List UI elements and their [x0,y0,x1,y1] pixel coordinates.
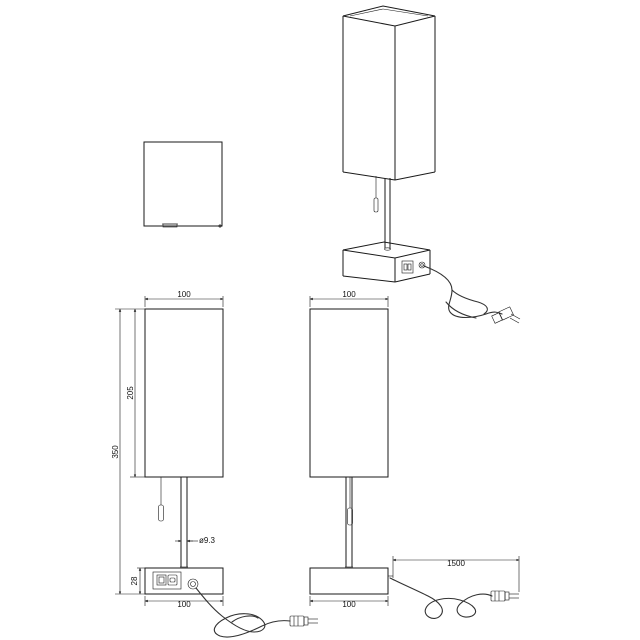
total-height-label: 350 [111,445,120,459]
side-dimensions: 100 100 1500 [309,290,520,609]
side-view [309,308,519,619]
side-base-width-label: 100 [342,600,356,609]
base-height-label: 28 [130,576,139,585]
shade-height-label: 205 [126,386,135,400]
cable-length-label: 1500 [447,559,465,568]
front-view [144,308,318,638]
isometric-view [342,5,521,324]
front-shade-width-label: 100 [177,290,191,299]
front-base-width-label: 100 [177,600,191,609]
front-dimensions: 100 100 350 205 28 ø9.3 [111,290,224,609]
side-shade-width-label: 100 [342,290,356,299]
stem-diameter-label: ø9.3 [199,536,216,545]
top-view [143,141,223,228]
